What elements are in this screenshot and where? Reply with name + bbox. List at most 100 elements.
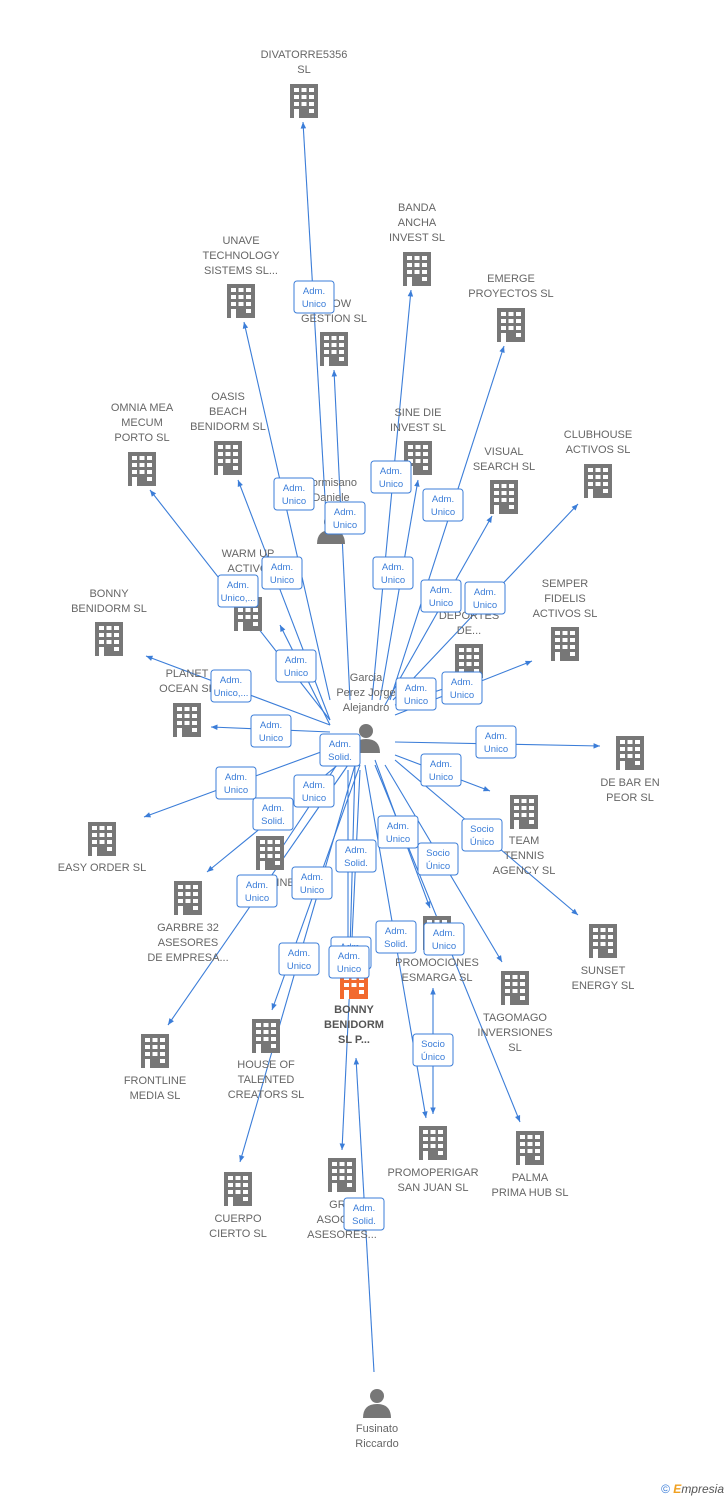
- node-label-frontline-0: FRONTLINE: [124, 1075, 186, 1087]
- node-label-banda-0: BANDA: [398, 202, 437, 214]
- edge-label-7: Adm.Unico: [372, 556, 414, 590]
- node-label-garcia-2: Alejandro: [343, 702, 389, 714]
- node-label-unave-2: SISTEMS SL...: [204, 265, 278, 277]
- edge-label-16: Adm.Unico: [475, 725, 517, 759]
- edge-0: [302, 121, 327, 516]
- node-label-clubhouse-1: ACTIVOS SL: [566, 444, 631, 456]
- edge-label-text-3-1: Unico: [431, 507, 455, 518]
- edge-arrow-6: [150, 490, 157, 497]
- node-label-sunset-1: ENERGY SL: [572, 980, 635, 992]
- edge-label-box-5: [261, 556, 303, 590]
- edge-label-text-25-1: Unico: [245, 893, 269, 904]
- edge-arrow-11: [525, 660, 532, 666]
- node-label-team-0: TEAM: [509, 835, 540, 847]
- edge-label-4: Adm.Unico: [324, 501, 366, 535]
- node-label-garcia-0: Garcia: [350, 672, 383, 684]
- building-icon: [227, 284, 255, 318]
- edge-label-text-0-1: Unico: [302, 299, 326, 310]
- edge-arrow-10: [280, 625, 286, 632]
- node-label-oasis-1: BEACH: [209, 406, 247, 418]
- edge-arrow-30: [339, 1143, 346, 1150]
- edge-label-box-28: [423, 922, 465, 956]
- edge-arrow-31: [430, 1107, 436, 1114]
- node-label-sunset-0: SUNSET: [581, 965, 626, 977]
- node-label-oasis-0: OASIS: [211, 391, 245, 403]
- edge-label-text-33-1: Unico: [337, 964, 361, 975]
- node-label-bonnyp-2: SL P...: [338, 1034, 370, 1046]
- node-sunset[interactable]: SUNSET ENERGY SL: [572, 924, 635, 992]
- building-icon: [224, 1172, 252, 1206]
- node-label-bonnyp-1: BENIDORM: [324, 1019, 384, 1031]
- node-label-team-2: AGENCY SL: [493, 865, 556, 877]
- edge-label-box-19: [252, 797, 294, 831]
- edge-label-text-16-1: Unico: [484, 744, 508, 755]
- edge-label-text-18-1: Unico: [429, 772, 453, 783]
- edge-label-23: Adm.Solid.: [335, 839, 377, 873]
- node-label-banda-2: INVEST SL: [389, 232, 445, 244]
- node-label-sinedie-1: INVEST SL: [390, 422, 446, 434]
- node-label-divatorre-0: DIVATORRE5356: [261, 49, 348, 61]
- node-label-semper-0: SEMPER: [542, 578, 589, 590]
- edge-arrow-26: [271, 1003, 277, 1010]
- building-icon: [256, 836, 284, 870]
- node-easyorder[interactable]: EASY ORDER SL: [58, 822, 146, 874]
- edge-arrow-22: [425, 901, 431, 908]
- node-label-emerge-0: EMERGE: [487, 273, 535, 285]
- edge-label-box-26: [291, 866, 333, 900]
- building-icon: [141, 1034, 169, 1068]
- edge-label-text-26-1: Unico: [300, 885, 324, 896]
- edge-label-text-1-1: Unico: [282, 496, 306, 507]
- building-icon: [589, 924, 617, 958]
- edge-label-text-8-0: Adm.: [474, 587, 496, 598]
- edge-arrow-24: [496, 955, 502, 962]
- edge-label-box-2: [370, 460, 412, 494]
- edge-label-text-1-0: Adm.: [283, 483, 305, 494]
- node-label-palma-1: PRIMA HUB SL: [491, 1187, 568, 1199]
- node-label-fusinato-0: Fusinato: [356, 1423, 398, 1435]
- edge-arrow-2: [407, 290, 414, 297]
- copyright-notice: © Empresia: [661, 1482, 724, 1496]
- edge-label-text-19-0: Adm.: [262, 803, 284, 814]
- building-icon: [510, 795, 538, 829]
- edge-label-20: Adm.Unico: [293, 774, 335, 808]
- edge-arrow-28: [515, 1115, 521, 1122]
- edge-arrow-4: [331, 370, 338, 377]
- edge-label-10: Adm.Unico: [275, 649, 317, 683]
- edge-arrow-9: [486, 516, 492, 523]
- edge-label-text-32-0: Adm.: [353, 1203, 375, 1214]
- edge-label-text-18-0: Adm.: [430, 759, 452, 770]
- node-deportes[interactable]: DEPORTESDE...: [439, 610, 499, 678]
- edge-label-box-12: [210, 669, 252, 703]
- node-label-warmup-0: WARM UP: [222, 548, 275, 560]
- building-icon: [516, 1131, 544, 1165]
- edge-label-box-3: [422, 488, 464, 522]
- edge-label-text-13-0: Adm.: [405, 683, 427, 694]
